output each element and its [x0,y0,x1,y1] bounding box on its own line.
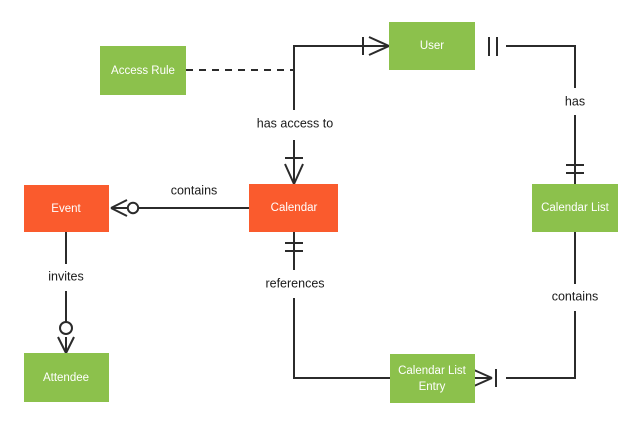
entity-attendee-box[interactable] [24,353,109,402]
relationship-label-has-access-to: has access to [257,116,333,130]
entity-event[interactable]: Event [24,185,109,232]
marker-user-exactly-one [488,37,498,56]
entity-calendar-box[interactable] [249,184,338,232]
entity-calendar-list-label: Calendar List [541,202,610,214]
entity-calendar-label: Calendar [271,202,318,214]
marker-attendee-zero-or-many [57,321,75,354]
entity-access-rule[interactable]: Access Rule [100,46,186,95]
entity-event-box[interactable] [24,185,109,232]
entity-calendar-list[interactable]: Calendar List [532,184,618,232]
edge-user-has-access-to-calendar-upper [293,45,389,110]
entity-user-box[interactable] [389,22,475,70]
marker-entry-one-or-many [473,369,497,387]
edge-calendarlist-contains-entry-lower [506,311,576,379]
entity-attendee[interactable]: Attendee [24,353,109,402]
relationship-label-has: has [565,94,585,108]
entity-attendee-label: Attendee [43,372,89,384]
entity-calendar-list-entry-label-line1: Calendar List [398,365,467,377]
relationship-label-contains-entry: contains [552,289,599,303]
entity-calendar-list-entry-box[interactable] [390,354,475,403]
entity-calendar-list-entry-label-line2: Entry [419,381,446,393]
edge-calendar-references-entry-lower [293,298,390,379]
marker-user-one-or-many [362,36,390,56]
entity-access-rule-label: Access Rule [111,65,175,77]
entity-calendar[interactable]: Calendar [249,184,338,232]
marker-calendar-bottom-exactly-one [285,242,303,252]
entity-user[interactable]: User [389,22,475,70]
marker-calendarlist-exactly-one [566,164,584,174]
entity-event-label: Event [51,203,81,215]
edge-user-has-calendarlist-upper [506,45,576,88]
entity-calendar-list-box[interactable] [532,184,618,232]
relationship-label-contains-calendar: contains [171,183,218,197]
marker-event-zero-or-many [110,199,140,217]
entity-calendar-list-entry[interactable]: Calendar List Entry [390,354,475,403]
relationship-label-invites: invites [48,269,83,283]
entity-access-rule-box[interactable] [100,46,186,95]
relationship-label-references: references [265,276,324,290]
entity-user-label: User [420,40,444,52]
marker-calendar-top-one-or-many [284,157,304,185]
